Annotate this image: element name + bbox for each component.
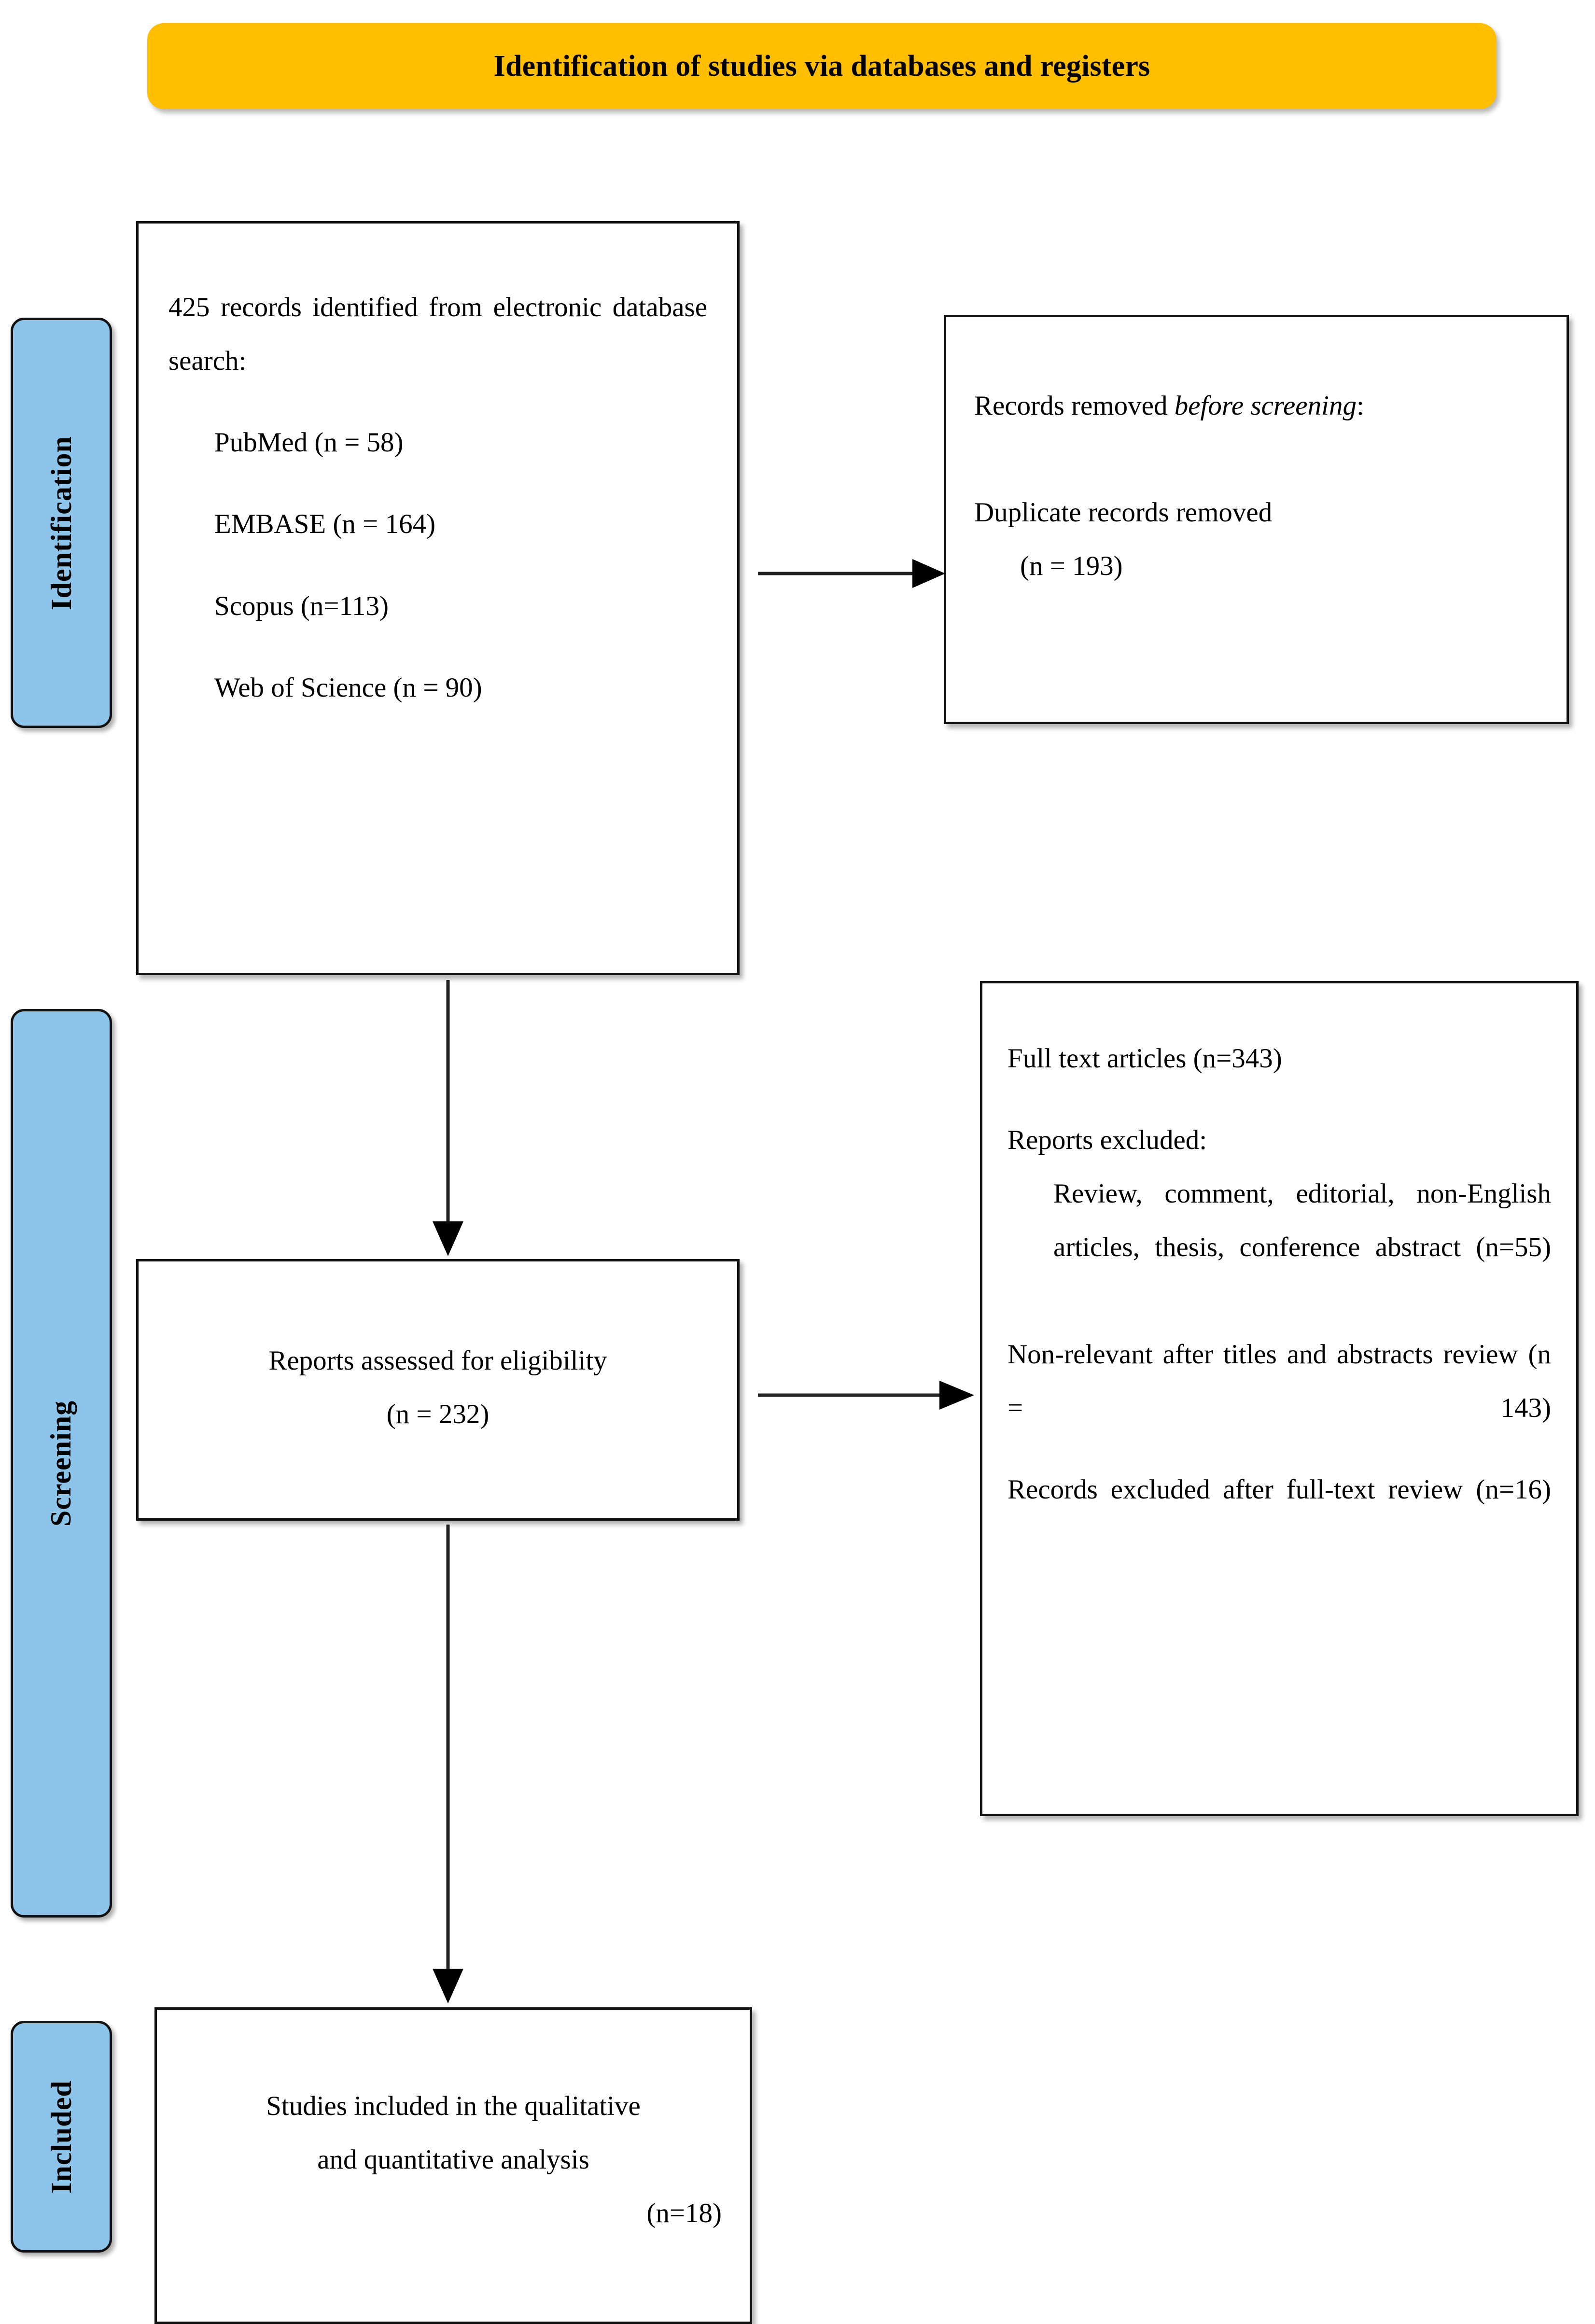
arrow-eligibility-to-included-icon	[425, 1525, 471, 2007]
records-removed-heading-prefix: Records removed	[974, 391, 1175, 421]
stage-label-identification-text: Identification	[45, 435, 77, 610]
exclusion-reason-full-text: Records excluded after full-text review …	[1007, 1474, 1551, 1505]
stage-label-identification: Identification	[11, 318, 112, 728]
reports-assessed-label: Reports assessed for eligibility	[268, 1345, 607, 1376]
exclusion-reason-non-relevant: Non-relevant after titles and abstracts …	[1007, 1339, 1551, 1423]
reports-excluded-heading: Reports excluded:	[1007, 1125, 1207, 1156]
stage-label-screening-text: Screening	[45, 1400, 77, 1526]
exclusion-reason-publication-type: Review, comment, editorial, non-English …	[1053, 1178, 1551, 1263]
arrow-identified-to-eligibility-icon	[425, 980, 471, 1260]
records-removed-heading-italic: before screening	[1174, 391, 1357, 421]
duplicate-records-removed-count: (n = 193)	[1020, 551, 1123, 582]
records-removed-heading-suffix: :	[1356, 391, 1364, 421]
arrow-identified-to-removed-icon	[758, 550, 951, 597]
box-reports-excluded: Full text articles (n=343) Reports exclu…	[980, 981, 1579, 1816]
source-scopus: Scopus (n=113)	[214, 590, 389, 621]
stage-label-included: Included	[11, 2021, 112, 2253]
box-reports-assessed-eligibility: Reports assessed for eligibility (n = 23…	[136, 1259, 740, 1521]
stage-label-screening: Screening	[11, 1009, 112, 1918]
box-records-identified: 425 records identified from electronic d…	[136, 221, 740, 975]
source-web-of-science: Web of Science (n = 90)	[214, 672, 482, 703]
source-pubmed: PubMed (n = 58)	[214, 427, 404, 458]
arrow-eligibility-to-excluded-icon	[758, 1372, 980, 1418]
source-embase: EMBASE (n = 164)	[214, 509, 436, 540]
reports-assessed-count: (n = 232)	[386, 1399, 490, 1430]
box-studies-included: Studies included in the qualitative and …	[154, 2007, 752, 2324]
studies-included-line-1: Studies included in the qualitative	[266, 2091, 641, 2121]
box-records-removed: Records removed before screening: Duplic…	[944, 315, 1569, 724]
diagram-title: Identification of studies via databases …	[493, 49, 1150, 83]
records-removed-heading: Records removed before screening:	[974, 379, 1539, 433]
diagram-header-banner: Identification of studies via databases …	[147, 23, 1497, 109]
duplicate-records-removed-label: Duplicate records removed	[974, 497, 1273, 528]
studies-included-count: (n=18)	[646, 2198, 722, 2229]
stage-label-included-text: Included	[45, 2080, 77, 2194]
full-text-articles-count: Full text articles (n=343)	[1007, 1043, 1282, 1074]
studies-included-line-2: and quantitative analysis	[317, 2144, 589, 2175]
records-identified-heading: 425 records identified from electronic d…	[168, 292, 707, 377]
